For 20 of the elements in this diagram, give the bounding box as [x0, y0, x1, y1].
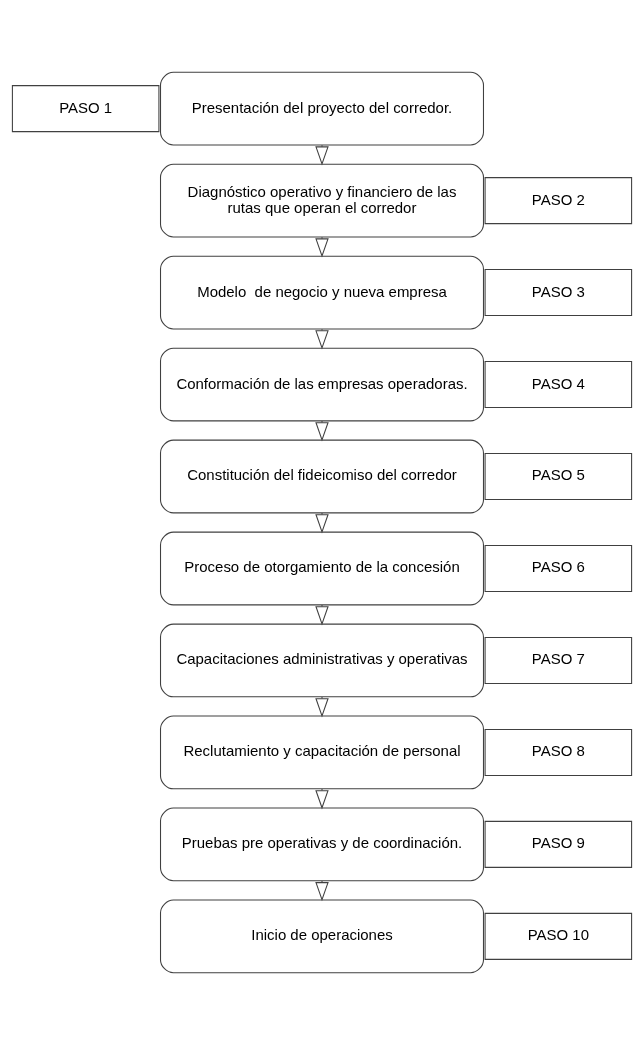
node-box: PASO 4: [484, 360, 633, 408]
node-box: PASO 3: [484, 268, 633, 316]
node-box: PASO 10: [484, 912, 633, 960]
arrow: [315, 328, 329, 350]
node-box: PASO 2: [484, 176, 633, 224]
arrow: [315, 420, 329, 442]
node-box: PASO 8: [484, 728, 633, 776]
node-box: PASO 9: [484, 820, 633, 868]
node-box: PASO 7: [484, 636, 633, 684]
arrow: [315, 144, 329, 166]
node-box: PASO 1: [11, 84, 160, 132]
arrow: [315, 787, 329, 809]
node-box: Inicio de operaciones: [160, 898, 484, 973]
arrow: [315, 879, 329, 901]
arrow: [315, 696, 329, 717]
node-box: PASO 6: [484, 544, 633, 592]
arrow: [315, 512, 329, 533]
node-box: PASO 5: [484, 452, 633, 500]
arrow: [315, 236, 329, 258]
arrow: [315, 604, 329, 625]
